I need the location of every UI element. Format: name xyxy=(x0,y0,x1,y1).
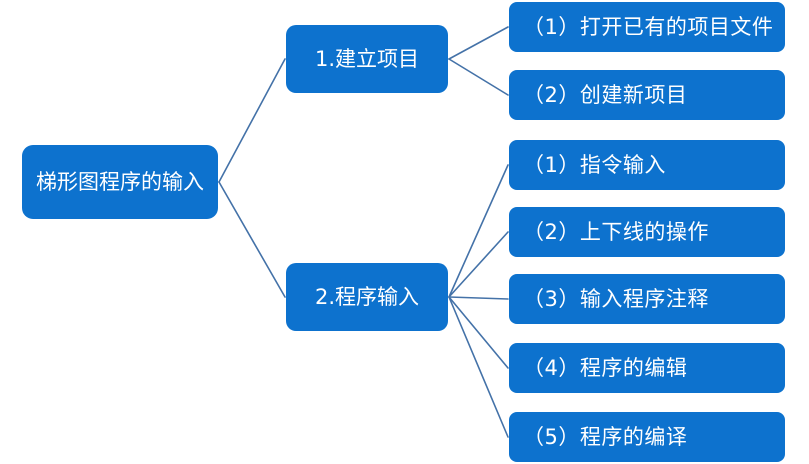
node-branch-2-child-5-label: （5）程序的编译 xyxy=(523,424,688,449)
node-branch-2-child-1[interactable]: （1）指令输入 xyxy=(509,140,785,190)
edge-branch1-to-child-2 xyxy=(448,58,509,96)
node-branch-2-child-4[interactable]: （4）程序的编辑 xyxy=(509,343,785,393)
edge-branch2-to-child-4 xyxy=(448,296,509,369)
node-branch-1-child-2[interactable]: （2）创建新项目 xyxy=(509,70,785,120)
node-branch-2-child-3-label: （3）输入程序注释 xyxy=(523,286,709,311)
node-branch-1-child-1-label: （1）打开已有的项目文件 xyxy=(523,14,774,39)
node-root[interactable]: 梯形图程序的输入 xyxy=(22,145,218,219)
node-branch-2-child-4-label: （4）程序的编辑 xyxy=(523,355,688,380)
node-branch-1-child-2-label: （2）创建新项目 xyxy=(523,82,688,107)
node-branch-2-child-2[interactable]: （2）上下线的操作 xyxy=(509,207,785,257)
edge-branch2-to-child-2 xyxy=(448,231,509,298)
edge-branch2-to-child-3 xyxy=(448,296,509,300)
node-branch-2-child-3[interactable]: （3）输入程序注释 xyxy=(509,274,785,324)
node-branch-1-child-1[interactable]: （1）打开已有的项目文件 xyxy=(509,2,785,52)
edge-branch1-to-child-1 xyxy=(448,26,509,60)
node-branch-2-child-5[interactable]: （5）程序的编译 xyxy=(509,412,785,462)
edge-branch2-to-child-5 xyxy=(448,296,509,438)
node-branch-1-label: 1.建立项目 xyxy=(314,46,420,71)
node-branch-1[interactable]: 1.建立项目 xyxy=(286,25,448,93)
node-branch-2-child-2-label: （2）上下线的操作 xyxy=(523,219,709,244)
edge-root-to-branch-2 xyxy=(218,181,286,298)
node-root-label: 梯形图程序的输入 xyxy=(36,169,204,194)
node-branch-2[interactable]: 2.程序输入 xyxy=(286,263,448,331)
edge-root-to-branch-1 xyxy=(218,58,286,183)
edge-branch2-to-child-1 xyxy=(448,164,509,298)
node-branch-2-child-1-label: （1）指令输入 xyxy=(523,152,666,177)
node-branch-2-label: 2.程序输入 xyxy=(314,284,420,309)
